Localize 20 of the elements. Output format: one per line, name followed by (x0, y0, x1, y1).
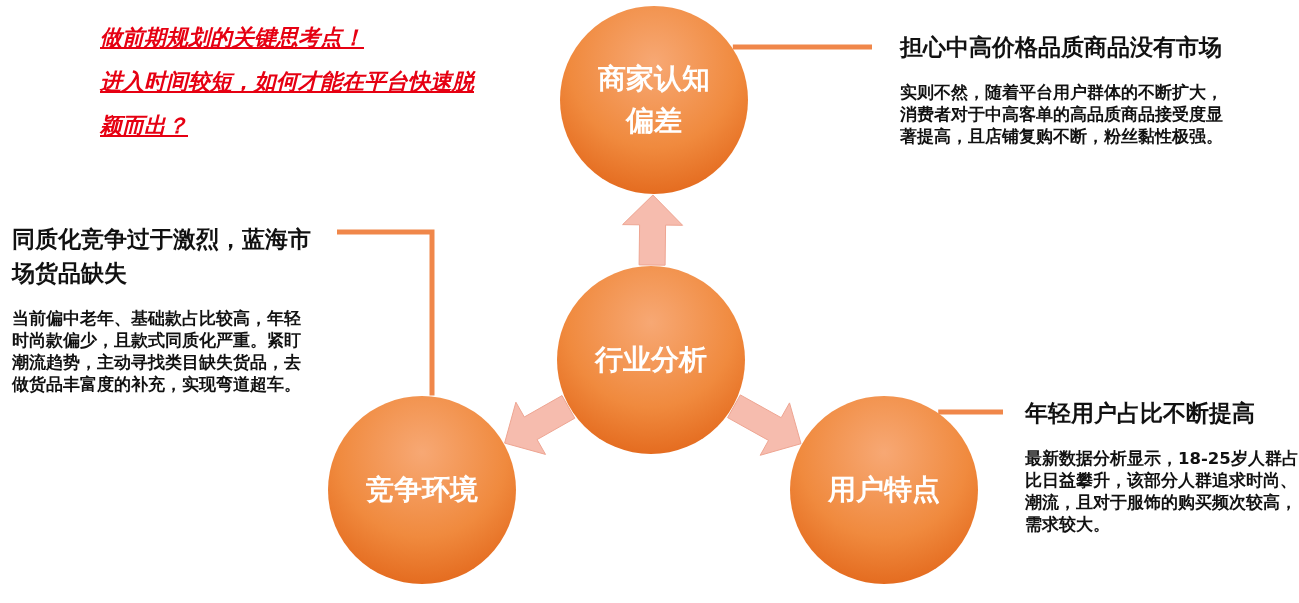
block-arrow (504, 395, 576, 455)
circle-node (559, 5, 749, 195)
paragraph: 最新数据分析显示，18-25岁人群占比日益攀升，该部分人群追求时尚、潮流，且对于服饰的购买频次较高，需求较大。 (1025, 448, 1299, 536)
circle-label: 商家认知偏差 (597, 61, 711, 139)
circle-node (556, 265, 746, 455)
circle-label: 用户特点 (827, 472, 941, 508)
heading: 年轻用户占比不断提高 (1025, 399, 1256, 428)
paragraph: 实则不然，随着平台用户群体的不断扩大，消费者对于中高客单的高品质商品接受度显著提高，且店铺复购不断，粉丝黏性极强。 (900, 82, 1224, 148)
heading: 担心中高价格品质商品没有市场 (900, 33, 1223, 62)
leader-line (337, 229, 435, 396)
circle-label: 行业分析 (593, 342, 708, 378)
leader-line (938, 409, 1003, 415)
block-arrow (727, 394, 802, 456)
leader-line (732, 44, 872, 50)
paragraph: 当前偏中老年、基础款占比较高，年轻时尚款偏少，且款式同质化严重。紧盯潮流趋势，主动寻找类目缺失货品，去做货品丰富度的补充，实现弯道超车。 (12, 308, 302, 396)
circle-node (789, 395, 979, 585)
circle-node (327, 395, 517, 585)
heading: 同质化竞争过于激烈，蓝海市场货品缺失 (12, 225, 312, 288)
circle-label: 竞争环境 (365, 472, 479, 508)
block-arrow (622, 194, 684, 266)
